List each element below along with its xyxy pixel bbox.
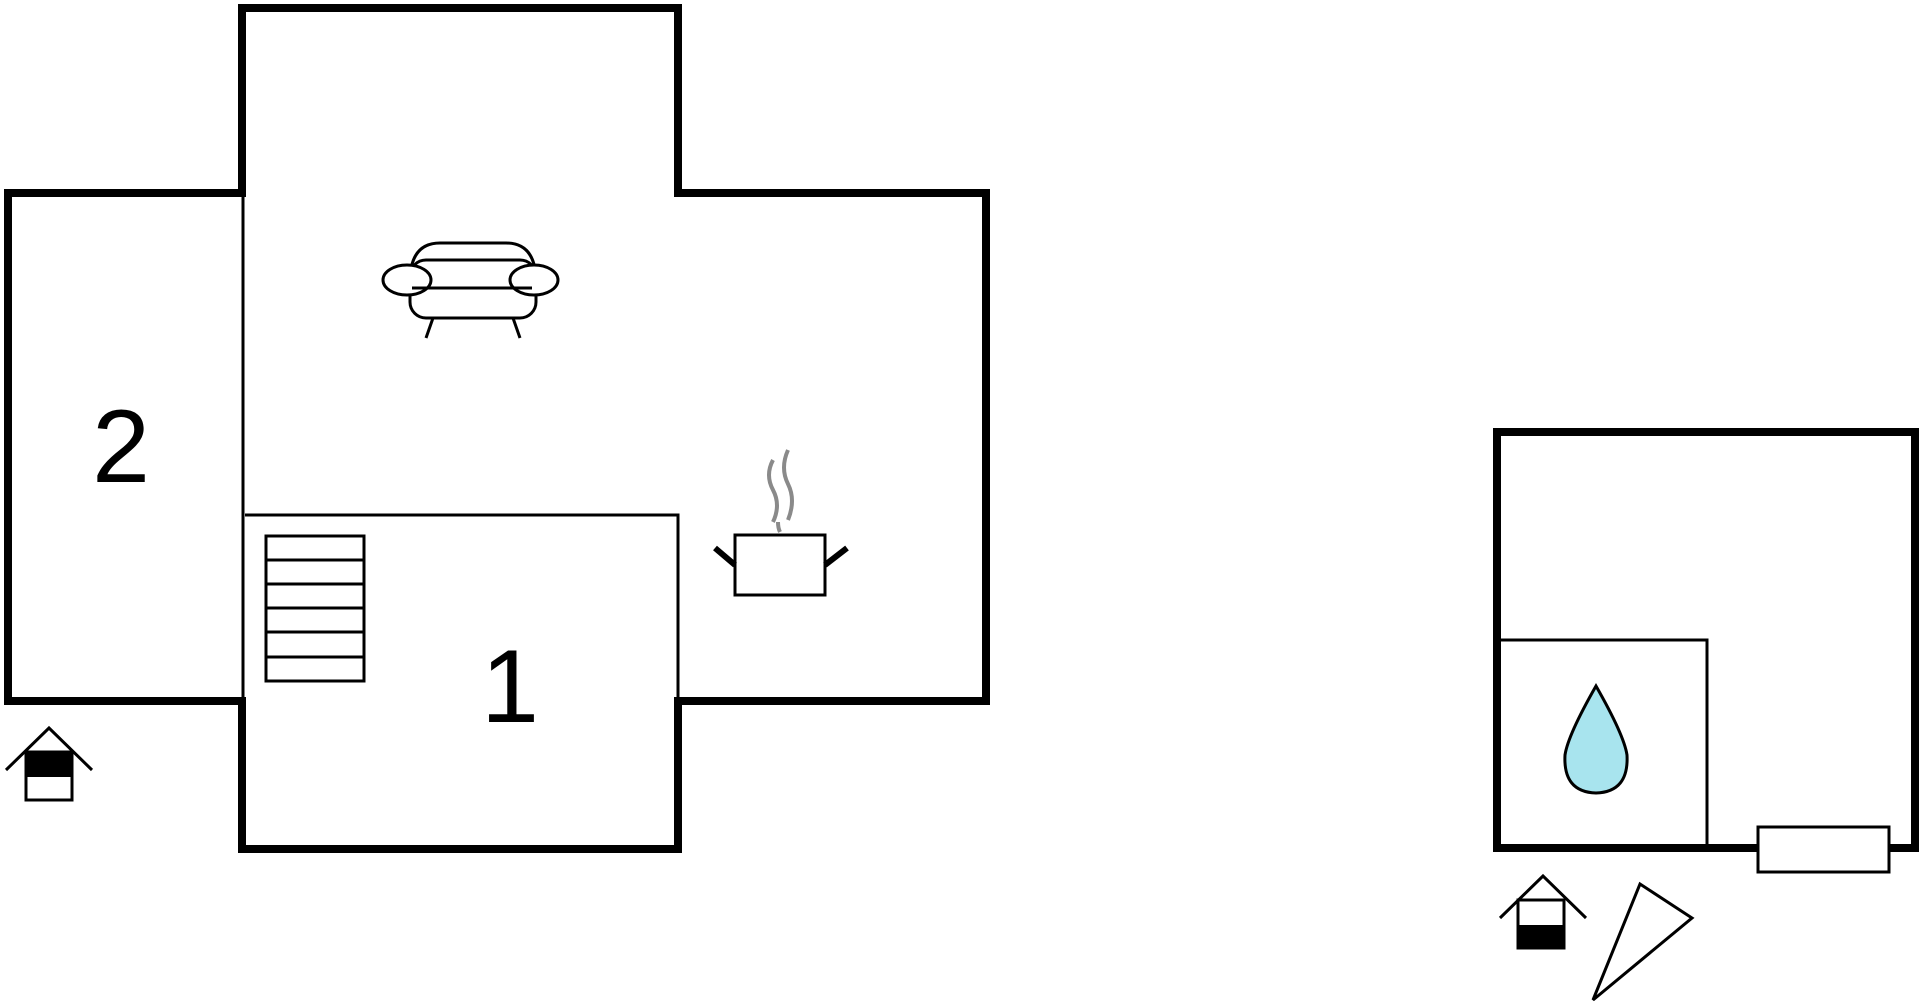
annex-building bbox=[1493, 428, 1919, 1002]
room-1-number: 1 bbox=[481, 629, 539, 745]
sofa-icon bbox=[381, 241, 560, 339]
bathroom-wall bbox=[1501, 638, 1709, 845]
entrance-icon bbox=[1498, 873, 1588, 950]
cooking-pot-icon bbox=[713, 449, 849, 597]
entrance-icon bbox=[4, 725, 94, 802]
outer-wall bbox=[4, 4, 990, 853]
shower-drop-icon bbox=[1563, 682, 1629, 795]
stairs-icon bbox=[264, 534, 366, 683]
annex-outer-wall bbox=[1493, 428, 1919, 852]
main-building: 2 1 bbox=[4, 4, 990, 853]
radiator-icon bbox=[1756, 825, 1891, 874]
terrace-triangle-icon bbox=[1591, 881, 1695, 1002]
room-1-wall bbox=[245, 513, 680, 697]
room-2-number: 2 bbox=[92, 389, 150, 505]
